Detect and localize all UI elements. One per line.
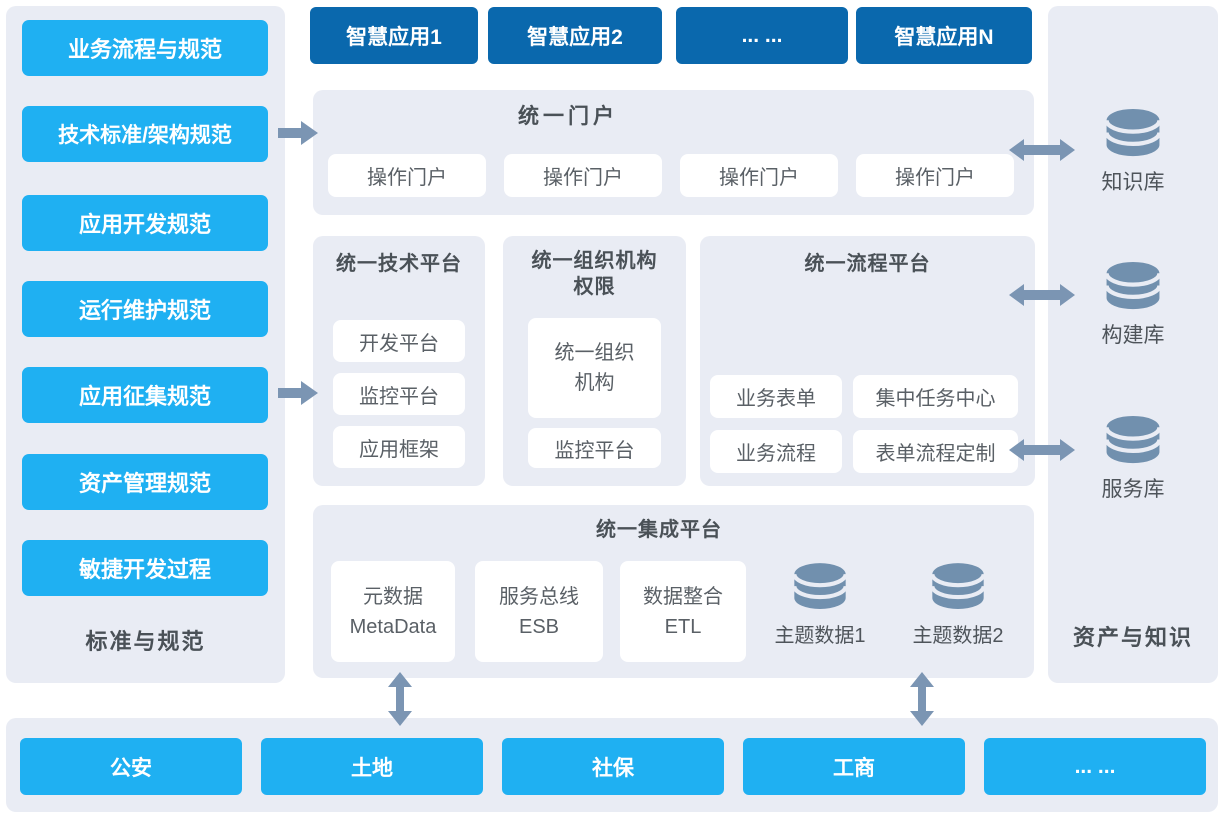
- double-arrow-vertical-icon: [910, 672, 934, 726]
- standards-block: 业务流程与规范: [22, 20, 268, 76]
- standards-block: 运行维护规范: [22, 281, 268, 337]
- process-block: 业务表单: [710, 375, 842, 418]
- double-arrow-horizontal-icon: [1009, 284, 1075, 306]
- knowledge-base-label: 知识库: [1101, 171, 1165, 194]
- standards-block: 技术标准/架构规范: [22, 106, 268, 162]
- subject-database-2-label: 主题数据2: [912, 625, 1004, 647]
- external-system-block: ... ...: [984, 738, 1206, 795]
- tech-platform-title: 统一技术平台: [336, 253, 462, 275]
- external-system-block: 土地: [261, 738, 483, 795]
- database-icon: [792, 563, 848, 609]
- smart-app-block: 智慧应用1: [310, 7, 478, 64]
- service-base: 服务库: [1063, 415, 1203, 503]
- etl-line1: 数据整合: [643, 585, 723, 608]
- database-icon: [1104, 108, 1162, 157]
- external-system-block: 工商: [743, 738, 965, 795]
- double-arrow-vertical-icon: [388, 672, 412, 726]
- portal-block: 操作门户: [680, 154, 838, 197]
- portal-block: 操作门户: [856, 154, 1014, 197]
- unified-portal-title: 统一门户: [518, 105, 618, 128]
- arrow-right-icon: [278, 381, 318, 405]
- process-block: 表单流程定制: [853, 430, 1018, 473]
- assets-panel-label: 资产与知识: [1072, 625, 1193, 650]
- integration-platform-panel: 统一集成平台 元数据 MetaData 服务总线 ESB 数据整合 ETL 主题…: [313, 505, 1034, 678]
- subject-database-1: 主题数据1: [750, 562, 890, 648]
- database-icon: [930, 563, 986, 609]
- knowledge-base: 知识库: [1063, 108, 1203, 196]
- etl-block: 数据整合 ETL: [620, 561, 746, 662]
- unified-portal-panel: 统一门户 操作门户 操作门户 操作门户 操作门户: [313, 90, 1034, 215]
- esb-line1: 服务总线: [499, 585, 579, 608]
- tech-platform-block: 应用框架: [333, 426, 465, 468]
- metadata-line2: MetaData: [349, 615, 437, 638]
- org-monitor-block: 监控平台: [528, 428, 661, 468]
- integration-platform-title: 统一集成平台: [596, 519, 722, 541]
- smart-app-block: ... ...: [676, 7, 848, 64]
- subject-database-1-label: 主题数据1: [774, 625, 866, 647]
- standards-block: 敏捷开发过程: [22, 540, 268, 596]
- build-base-label: 构建库: [1101, 324, 1165, 347]
- subject-database-2: 主题数据2: [888, 562, 1028, 648]
- portal-block: 操作门户: [328, 154, 486, 197]
- tech-platform-block: 监控平台: [333, 373, 465, 415]
- arrow-right-icon: [278, 121, 318, 145]
- etl-line2: ETL: [664, 615, 702, 638]
- org-platform-panel: 统一组织机构 权限 统一组织 机构 监控平台: [503, 236, 686, 486]
- double-arrow-horizontal-icon: [1009, 139, 1075, 161]
- service-base-label: 服务库: [1101, 478, 1165, 501]
- double-arrow-horizontal-icon: [1009, 439, 1075, 461]
- org-platform-title: 统一组织机构 权限: [503, 248, 686, 300]
- standards-block: 资产管理规范: [22, 454, 268, 510]
- org-structure-block: 统一组织 机构: [528, 318, 661, 418]
- build-base: 构建库: [1063, 261, 1203, 349]
- smart-app-block: 智慧应用N: [856, 7, 1032, 64]
- standards-block: 应用开发规范: [22, 195, 268, 251]
- org-structure-line2: 机构: [574, 372, 615, 394]
- smart-app-block: 智慧应用2: [488, 7, 662, 64]
- external-systems-panel: 公安 土地 社保 工商 ... ...: [6, 718, 1218, 812]
- process-block: 集中任务中心: [853, 375, 1018, 418]
- standards-panel-label: 标准与规范: [85, 629, 206, 654]
- process-platform-title: 统一流程平台: [804, 253, 931, 275]
- database-icon: [1104, 415, 1162, 464]
- tech-platform-block: 开发平台: [333, 320, 465, 362]
- tech-platform-panel: 统一技术平台 开发平台 监控平台 应用框架: [313, 236, 485, 486]
- external-system-block: 社保: [502, 738, 724, 795]
- standards-panel: 业务流程与规范 技术标准/架构规范 应用开发规范 运行维护规范 应用征集规范 资…: [6, 6, 285, 683]
- assets-panel: 知识库 构建库 服务库 资产与知识: [1048, 6, 1218, 683]
- database-icon: [1104, 261, 1162, 310]
- process-platform-panel: 统一流程平台 业务表单 集中任务中心 业务流程 表单流程定制: [700, 236, 1035, 486]
- standards-block: 应用征集规范: [22, 367, 268, 423]
- metadata-line1: 元数据: [363, 585, 423, 608]
- process-block: 业务流程: [710, 430, 842, 473]
- org-platform-title-line1: 统一组织机构: [531, 250, 658, 272]
- portal-block: 操作门户: [504, 154, 662, 197]
- esb-block: 服务总线 ESB: [475, 561, 603, 662]
- org-platform-title-line2: 权限: [573, 276, 616, 298]
- external-system-block: 公安: [20, 738, 242, 795]
- esb-line2: ESB: [518, 615, 560, 638]
- metadata-block: 元数据 MetaData: [331, 561, 455, 662]
- org-structure-line1: 统一组织: [554, 342, 635, 364]
